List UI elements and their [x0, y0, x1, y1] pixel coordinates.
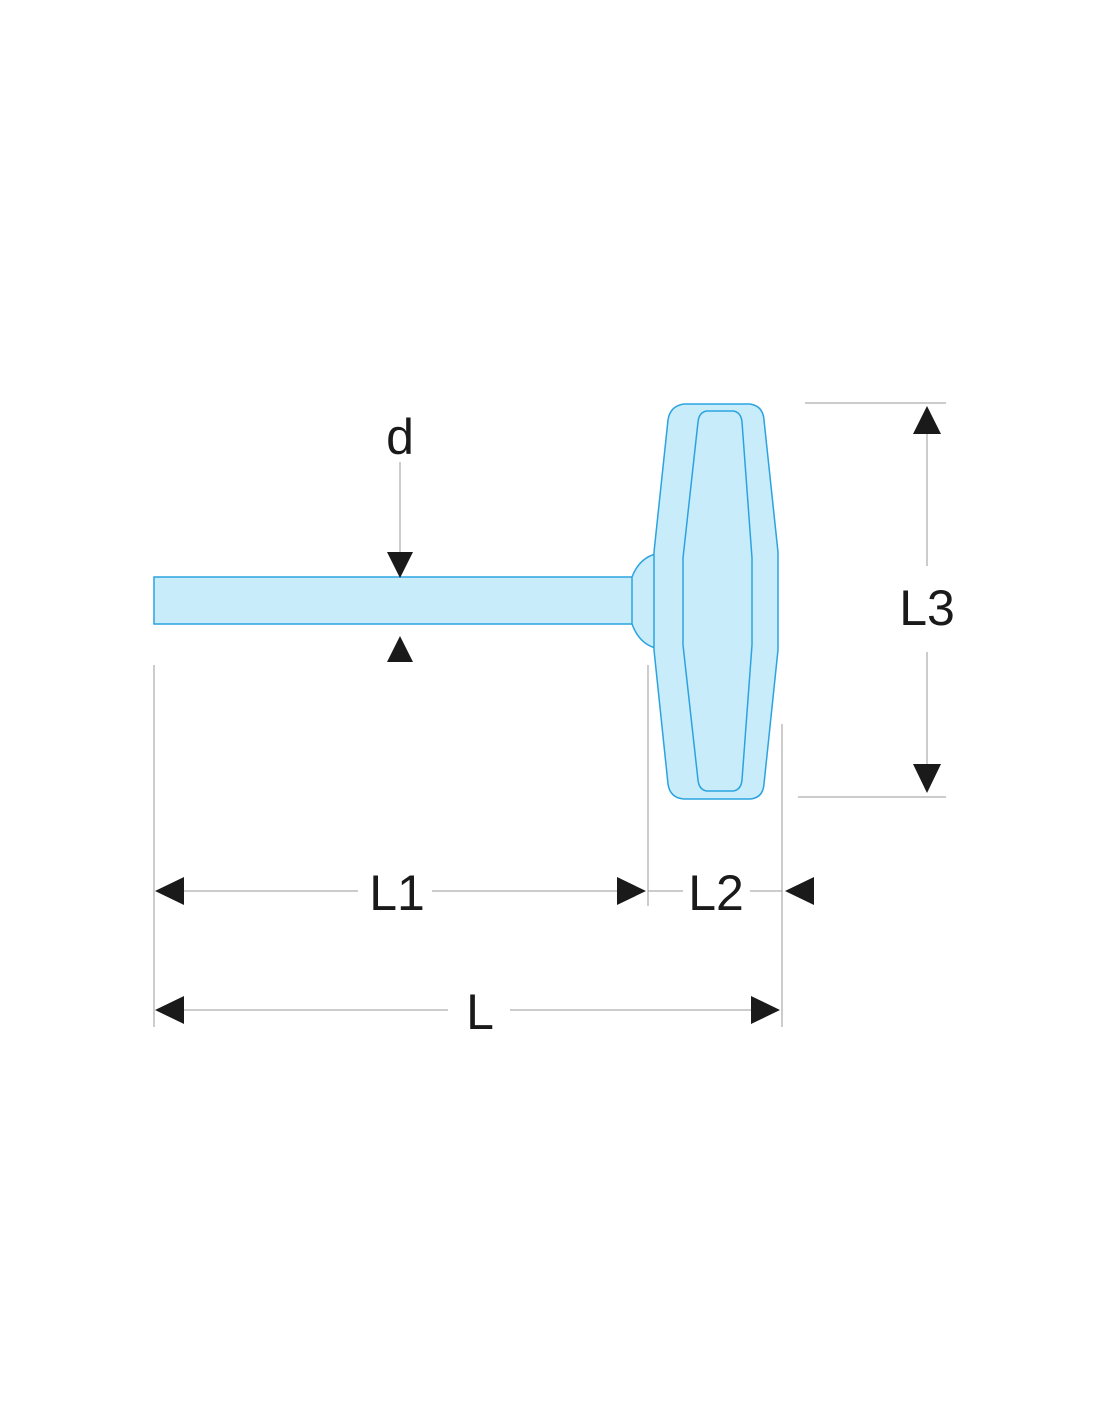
dimension-L-label: L: [466, 984, 494, 1040]
dimension-L2-label: L2: [688, 865, 744, 921]
dimension-L1-label: L1: [369, 865, 425, 921]
dimension-L1-arrow-left: [155, 877, 184, 905]
dimension-L: L: [155, 984, 780, 1040]
dimension-L-arrow-right: [751, 996, 780, 1024]
dimension-d-arrow-up: [387, 636, 413, 662]
tool-handle-inner-panel: [682, 410, 753, 792]
dimension-L3-arrow-up: [913, 406, 941, 434]
t-handle-tool: [153, 403, 779, 800]
dimension-L3: L3: [899, 406, 955, 793]
extension-lines: [153, 402, 946, 1027]
dimension-L3-label: L3: [899, 580, 955, 636]
dimension-L1: L1: [155, 865, 646, 921]
dimension-d: d: [386, 409, 414, 662]
tool-shaft: [153, 576, 639, 625]
dimension-L-arrow-left: [155, 996, 184, 1024]
dimension-L2-arrow: [785, 877, 814, 905]
dimension-L3-arrow-down: [913, 764, 941, 793]
dimension-L1-arrow-right: [617, 877, 646, 905]
dimension-L2: L2: [648, 865, 814, 921]
dimension-d-label: d: [386, 409, 414, 465]
dimension-d-arrow-down: [387, 552, 413, 578]
